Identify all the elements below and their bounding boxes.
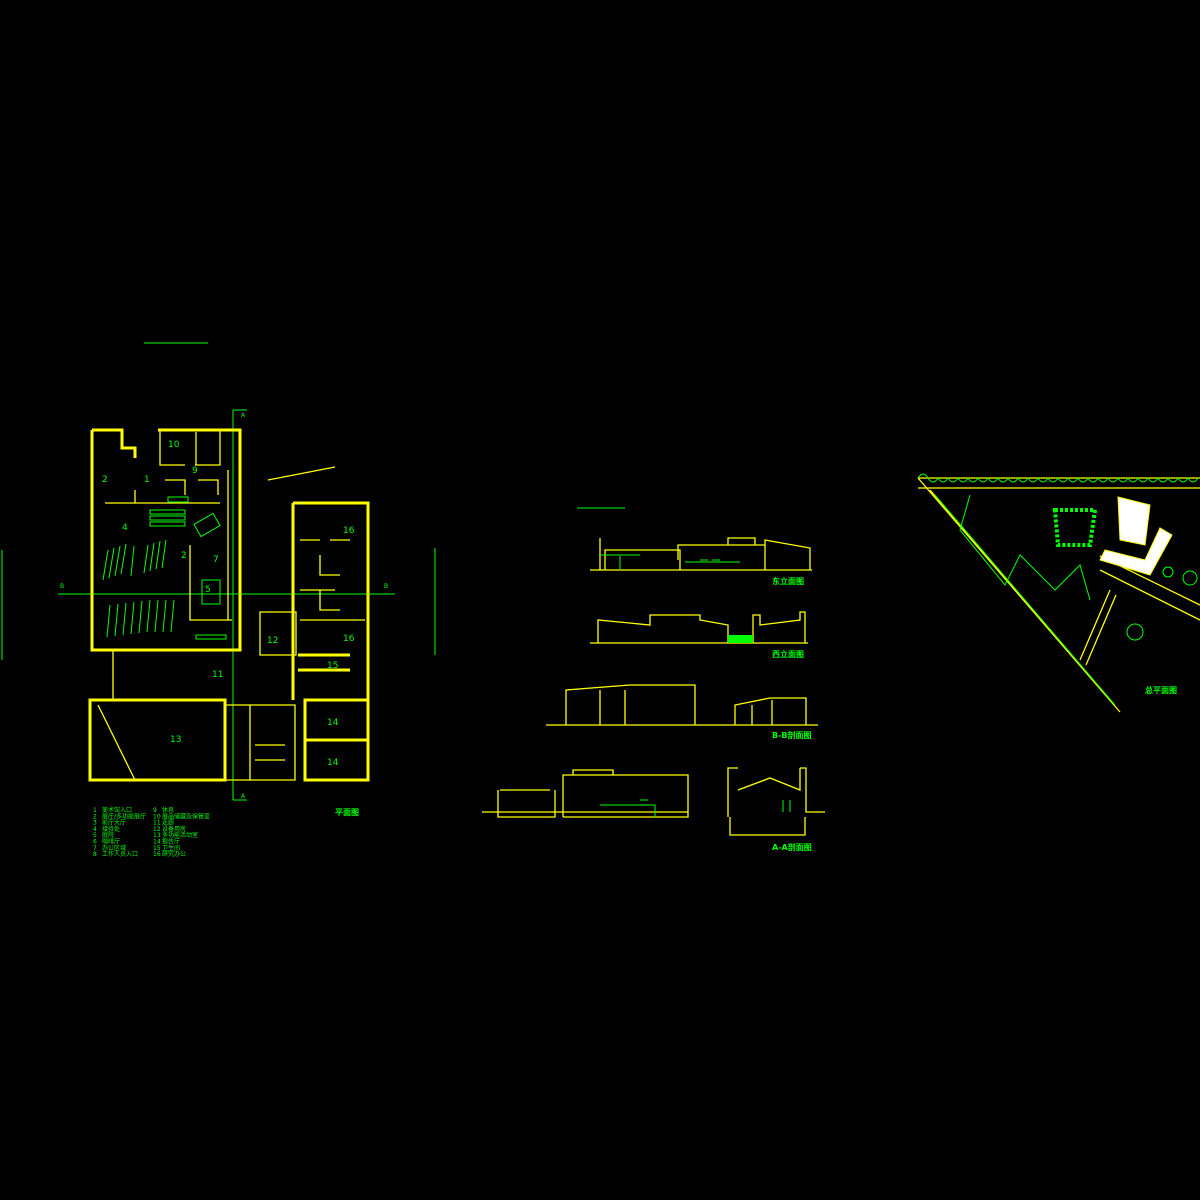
east-wing-interior xyxy=(259,539,365,656)
plan-title: 平面图 xyxy=(335,808,359,817)
legend-number: 16 xyxy=(153,851,161,858)
room-number: 5 xyxy=(205,585,211,595)
east-elevation xyxy=(590,537,812,571)
legend-number: 1 xyxy=(93,807,97,814)
legend-label: 研究办公 xyxy=(162,850,186,858)
parking-area xyxy=(1052,508,1098,547)
room-number: 10 xyxy=(168,440,180,450)
legend-label: 接待处 xyxy=(102,825,120,833)
east-elevation-details xyxy=(600,554,740,570)
legend-number: 5 xyxy=(93,832,97,839)
south-interior xyxy=(97,650,296,781)
legend-label: 办公区域 xyxy=(102,844,126,852)
room-number: 4 xyxy=(122,523,128,533)
legend-number: 7 xyxy=(93,845,97,852)
legend-number: 12 xyxy=(153,826,161,833)
legend: 1 美术馆入口 2 展厅/多功能展厅 3 前厅大厅 4 接待处 5 庭院 6 咖啡厅 7 办公区域 8 工作人… xyxy=(93,806,210,858)
room-number: 12 xyxy=(267,636,278,646)
legend-label: 休息 xyxy=(162,806,174,814)
section-b xyxy=(546,684,818,726)
legend-number: 3 xyxy=(93,820,97,827)
elevation-title: 西立面图 xyxy=(772,649,804,659)
legend-number: 6 xyxy=(93,839,97,846)
room-number: 11 xyxy=(212,670,223,680)
room-number: 14 xyxy=(327,718,339,728)
site-roads xyxy=(917,477,1200,713)
room-number: 16 xyxy=(343,526,355,536)
legend-label: 多功能活动室 xyxy=(162,831,198,839)
legend-label: 走廊 xyxy=(162,819,174,827)
legend-number: 2 xyxy=(93,813,97,820)
room-number: 2 xyxy=(181,551,187,561)
legend-number: 8 xyxy=(93,851,97,858)
tree-line xyxy=(917,473,1199,483)
site-plan-title: 总平面图 xyxy=(1145,685,1177,695)
elevation-title: 东立面图 xyxy=(772,576,804,586)
legend-number: 4 xyxy=(93,826,97,833)
legend-number: 13 xyxy=(153,832,161,839)
legend-label: 庭院 xyxy=(102,831,114,839)
legend-number: 9 xyxy=(153,807,157,814)
interior-walls xyxy=(105,430,336,621)
legend-label: 咖啡厅 xyxy=(102,838,120,846)
tree-icon xyxy=(1126,623,1144,641)
seating xyxy=(102,496,227,640)
west-elevation xyxy=(590,611,808,644)
legend-label: 卫生间 xyxy=(162,844,180,852)
legend-label: 工作人员入口 xyxy=(102,850,138,858)
room-number: 2 xyxy=(102,475,108,485)
legend-label: 设备用房 xyxy=(162,825,186,833)
section-mark-b: B xyxy=(60,583,64,590)
legend-label: 展品储藏及保管室 xyxy=(162,812,210,820)
room-number: 7 xyxy=(213,555,219,565)
east-wing-walls xyxy=(291,501,370,700)
room-number: 13 xyxy=(170,735,181,745)
room-number: 15 xyxy=(327,661,338,671)
section-mark-b: B xyxy=(384,583,388,590)
legend-number: 11 xyxy=(153,820,161,827)
floor-plan: A A B B 10 1 2 4 2 5 7 xyxy=(1,342,436,858)
legend-number: 14 xyxy=(153,839,161,846)
section-a-details xyxy=(600,799,791,817)
room-number: 9 xyxy=(192,466,198,476)
legend-label: 前厅大厅 xyxy=(102,819,126,827)
legend-label: 美术馆入口 xyxy=(102,806,132,814)
tree-icon xyxy=(1162,566,1174,578)
elevation-title: A-A剖面图 xyxy=(772,842,812,852)
west-elevation-fill xyxy=(728,635,753,643)
legend-label: 展厅/多功能展厅 xyxy=(102,812,146,820)
legend-number: 10 xyxy=(153,813,161,820)
room-number: 16 xyxy=(343,634,355,644)
building-footprint xyxy=(1099,496,1173,576)
legend-number: 15 xyxy=(153,845,161,852)
room-number: 14 xyxy=(327,758,339,768)
gallery-walls xyxy=(90,428,242,652)
legend-label: 报告厅 xyxy=(162,838,180,846)
room-number: 1 xyxy=(144,475,150,485)
south-block-walls xyxy=(88,698,370,782)
site-boundary xyxy=(934,494,1116,706)
tree-icon xyxy=(1182,570,1198,586)
elevations: 东立面图 西立面图 B-B剖面图 A-A剖面图 xyxy=(482,507,825,852)
section-a xyxy=(482,767,825,836)
section-mark-a: A xyxy=(241,412,246,419)
elevation-title: B-B剖面图 xyxy=(772,730,812,740)
site-plan: 总平面图 xyxy=(917,473,1200,713)
section-mark-a: A xyxy=(241,793,246,800)
